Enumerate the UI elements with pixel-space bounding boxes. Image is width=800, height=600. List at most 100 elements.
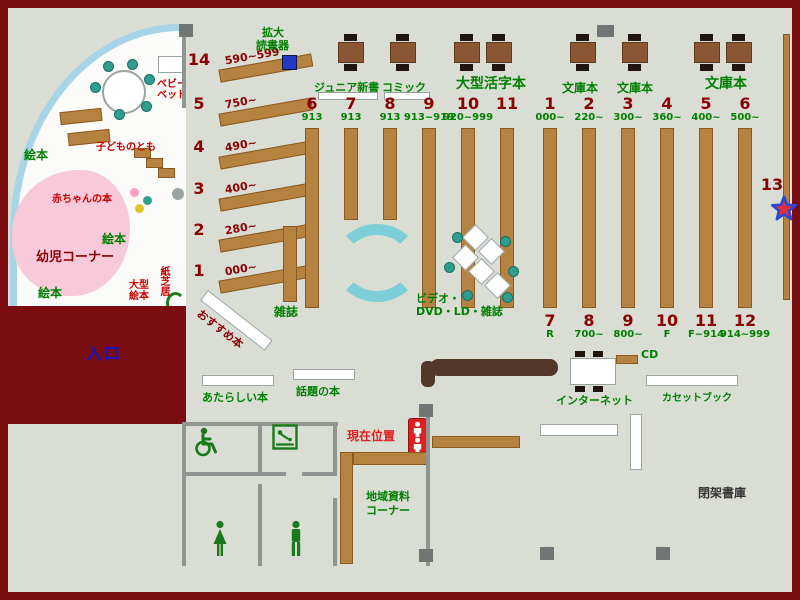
bookshelf-bar [630, 414, 642, 470]
table-top [694, 42, 720, 63]
shelf-class-label: F [663, 329, 671, 340]
internet-label: インターネット [556, 394, 633, 407]
magnifier-label: 拡大 [262, 26, 284, 39]
wall [258, 422, 262, 476]
magnifier-device [282, 55, 297, 70]
comic-label: コミック [382, 81, 426, 94]
pillar [597, 25, 614, 37]
bunko-label: 文庫本 [562, 81, 599, 95]
bookshelf-bar [318, 92, 378, 100]
kodomo-tomo-label: 子どものとも [96, 142, 156, 153]
bookshelf-bar [699, 128, 713, 308]
chair-dot [103, 61, 114, 72]
shelf-class-label: 300~ [613, 112, 643, 123]
reading-table [484, 34, 514, 71]
shelf-number: 4 [193, 137, 205, 156]
chair [344, 34, 357, 41]
cassette-label: カセットブック [662, 393, 732, 404]
bookshelf-bar [660, 128, 674, 308]
chair-dot [114, 109, 125, 120]
baby-bed-label: ベッド [157, 90, 187, 101]
cd-shelf [616, 355, 638, 364]
shelf-number: 3 [193, 179, 205, 198]
man-icon [291, 520, 301, 556]
shelf-number: 5 [700, 94, 712, 113]
reading-table [388, 34, 418, 71]
pillar [656, 547, 670, 560]
chair [575, 386, 585, 392]
shelf-number: 11 [694, 311, 718, 330]
junior-shinsho-label: ジュニア新書 [314, 81, 380, 94]
cd-label: CD [641, 348, 659, 361]
bunko-label: 文庫本 [705, 76, 747, 92]
wall [182, 426, 186, 566]
ehon-label: 絵本 [102, 232, 127, 246]
chair-dot [127, 59, 138, 70]
shelf-class-label: 400~ [691, 112, 721, 123]
shelf-class-label: F~914 [687, 329, 725, 340]
step-shelf [158, 168, 175, 178]
bookshelf-bar [383, 128, 397, 220]
table-top [338, 42, 364, 63]
chair [344, 64, 357, 71]
chair-dot [452, 232, 463, 243]
table-top [390, 42, 416, 63]
current-location-label: 現在位置 [347, 429, 396, 443]
round-sofa [334, 224, 420, 302]
internet-table [570, 358, 616, 385]
shelf-class-label: 920~999 [442, 112, 494, 123]
wall-shelf [783, 34, 790, 300]
bookshelf-bar [621, 128, 635, 308]
shelf-number: 7 [544, 311, 556, 330]
shelf-class-label: 000~ [535, 112, 565, 123]
service-counter [430, 359, 558, 376]
large-ehon-label: 絵本 [129, 291, 149, 302]
shelf-number: 4 [661, 94, 673, 113]
bunko-label: 文庫本 [617, 81, 654, 95]
wall [302, 472, 337, 476]
reading-table [568, 34, 598, 71]
shelf-number: 1 [544, 94, 556, 113]
reading-table [452, 34, 482, 71]
chair [576, 34, 589, 41]
wheelchair-icon [195, 427, 217, 457]
chair-dot [502, 292, 513, 303]
chair [593, 386, 603, 392]
wall [333, 498, 337, 566]
entrance-area [8, 306, 186, 424]
video-label: DVD・LD・雑誌 [416, 305, 503, 318]
pillar [179, 24, 193, 37]
step-shelf [134, 148, 151, 158]
chair-dot [500, 236, 511, 247]
reading-table [692, 34, 722, 71]
local-materials-shelf [340, 452, 353, 564]
chair-dot [508, 266, 519, 277]
chair-dot [444, 262, 455, 273]
stool-dot [143, 196, 152, 205]
baby-changing-icon [272, 424, 298, 450]
bookshelf-bar [461, 128, 475, 308]
pillar [419, 404, 433, 417]
shelf-number: 6 [306, 94, 318, 113]
magazine-label: 雑誌 [274, 305, 299, 319]
chair [460, 64, 473, 71]
wall [426, 404, 430, 566]
chair [575, 351, 585, 357]
bookshelf-bar [305, 128, 319, 308]
table-top [486, 42, 512, 63]
chair [732, 34, 745, 41]
shelf-class-label: 914~999 [719, 329, 771, 340]
stool-dot [135, 204, 144, 213]
new-books-shelf [202, 375, 274, 386]
reading-table [620, 34, 650, 71]
shelf-number: 13 [760, 175, 784, 194]
new-books-label: あたらしい本 [202, 391, 268, 404]
wall [333, 422, 337, 476]
pillar [540, 547, 554, 560]
shelf-number: 2 [193, 220, 205, 239]
reading-table [336, 34, 366, 71]
baby-books-label: 赤ちゃんの本 [52, 194, 112, 205]
baby-bed-label: ベビー [157, 79, 187, 90]
bookshelf-bar [344, 128, 358, 220]
infant-corner-label: 幼児コーナー [36, 250, 115, 265]
